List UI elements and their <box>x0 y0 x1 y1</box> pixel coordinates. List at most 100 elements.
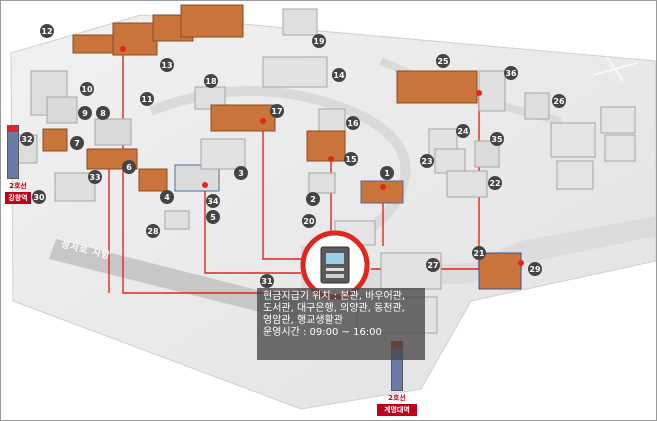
building-marker-circle <box>206 194 220 208</box>
building-marker-18[interactable]: 18 <box>204 74 218 88</box>
building-marker-28[interactable]: 28 <box>146 224 160 238</box>
building-marker-label: 3 <box>238 169 244 178</box>
building-marker-14[interactable]: 14 <box>332 68 346 82</box>
building-marker-25[interactable]: 25 <box>436 54 450 68</box>
building-marker-3[interactable]: 3 <box>234 166 248 180</box>
building-marker-36[interactable]: 36 <box>504 66 518 80</box>
station-name: 계명대역 <box>377 404 417 416</box>
building-marker-label: 8 <box>100 109 106 118</box>
building-marker-32[interactable]: 32 <box>20 132 34 146</box>
building-marker-circle <box>456 124 470 138</box>
building-marker-22[interactable]: 22 <box>488 176 502 190</box>
building-marker-label: 27 <box>427 261 438 270</box>
building-1 <box>360 180 404 204</box>
atm-info-line-4: 운영시간 : 09:00 ~ 16:00 <box>263 327 382 338</box>
building-19 <box>282 8 318 36</box>
station-keimyung[interactable]: 2호선 계명대역 <box>377 393 417 416</box>
building-marker-20[interactable]: 20 <box>302 214 316 228</box>
building-marker-label: 18 <box>205 77 217 86</box>
building-marker-31[interactable]: 31 <box>260 274 274 288</box>
building-marker-21[interactable]: 21 <box>472 246 486 260</box>
building-marker-8[interactable]: 8 <box>96 106 110 120</box>
building-marker-label: 23 <box>421 157 432 166</box>
building-marker-27[interactable]: 27 <box>426 258 440 272</box>
building-marker-34[interactable]: 34 <box>206 194 220 208</box>
building-23 <box>434 148 466 174</box>
building-marker-4[interactable]: 4 <box>160 190 174 204</box>
building-marker-6[interactable]: 6 <box>122 160 136 174</box>
building-26 <box>524 92 550 120</box>
building-marker-label: 11 <box>141 95 153 104</box>
building-8 <box>94 118 132 146</box>
building-marker-circle <box>20 132 34 146</box>
building-marker-13[interactable]: 13 <box>160 58 174 72</box>
building-marker-35[interactable]: 35 <box>490 132 504 146</box>
building-marker-circle <box>306 192 320 206</box>
building-marker-30[interactable]: 30 <box>32 190 46 204</box>
atm-info-line-2: 도서관, 대구은행, 의양관, 동천관, <box>263 303 405 314</box>
building-marker-16[interactable]: 16 <box>346 116 360 130</box>
building-marker-label: 26 <box>553 97 565 106</box>
building-marker-label: 29 <box>529 265 541 274</box>
station-gangchang[interactable]: 2호선 강창역 <box>5 181 31 204</box>
building-28 <box>164 210 190 230</box>
atm-icon <box>320 246 350 284</box>
building-marker-circle <box>504 66 518 80</box>
building-marker-label: 1 <box>384 169 390 178</box>
building-east-1 <box>550 122 596 158</box>
building-7 <box>42 128 68 152</box>
building-marker-label: 20 <box>303 217 315 226</box>
building-marker-19[interactable]: 19 <box>312 34 326 48</box>
compass-icon <box>592 56 638 82</box>
building-marker-label: 25 <box>437 57 449 66</box>
building-marker-11[interactable]: 11 <box>140 92 154 106</box>
building-marker-2[interactable]: 2 <box>306 192 320 206</box>
building-marker-label: 34 <box>207 197 219 206</box>
building-13c <box>180 4 244 38</box>
building-marker-label: 4 <box>164 193 170 202</box>
building-marker-15[interactable]: 15 <box>344 152 358 166</box>
building-marker-10[interactable]: 10 <box>80 82 94 96</box>
station-line: 2호선 <box>9 182 27 190</box>
building-marker-circle <box>436 54 450 68</box>
building-marker-label: 22 <box>489 179 500 188</box>
building-marker-17[interactable]: 17 <box>270 104 284 118</box>
building-36 <box>478 70 506 112</box>
building-14 <box>262 56 328 88</box>
building-marker-12[interactable]: 12 <box>40 24 54 38</box>
building-marker-circle <box>472 246 486 260</box>
building-4 <box>138 168 168 192</box>
building-marker-33[interactable]: 33 <box>88 170 102 184</box>
building-marker-29[interactable]: 29 <box>528 262 542 276</box>
building-marker-circle <box>552 94 566 108</box>
building-marker-label: 36 <box>505 69 517 78</box>
building-marker-1[interactable]: 1 <box>380 166 394 180</box>
building-marker-label: 7 <box>74 139 80 148</box>
building-marker-circle <box>380 166 394 180</box>
building-12 <box>72 34 114 54</box>
building-marker-label: 12 <box>41 27 52 36</box>
building-east-4 <box>556 160 594 190</box>
building-marker-circle <box>488 176 502 190</box>
main-road <box>49 239 301 321</box>
building-marker-circle <box>302 214 316 228</box>
building-east-3 <box>604 134 636 162</box>
building-marker-circle <box>426 258 440 272</box>
route-3 <box>204 185 301 274</box>
building-25 <box>396 70 478 104</box>
building-marker-7[interactable]: 7 <box>70 136 84 150</box>
building-marker-9[interactable]: 9 <box>78 106 92 120</box>
building-marker-5[interactable]: 5 <box>206 210 220 224</box>
building-marker-23[interactable]: 23 <box>420 154 434 168</box>
building-number-markers: 1234567891011121314151617181920212223242… <box>20 24 566 288</box>
building-marker-label: 17 <box>271 107 282 116</box>
building-marker-26[interactable]: 26 <box>552 94 566 108</box>
building-marker-circle <box>528 262 542 276</box>
building-marker-circle <box>70 136 84 150</box>
building-marker-circle <box>420 154 434 168</box>
building-marker-circle <box>160 58 174 72</box>
route-endpoints <box>120 46 524 266</box>
building-marker-24[interactable]: 24 <box>456 124 470 138</box>
